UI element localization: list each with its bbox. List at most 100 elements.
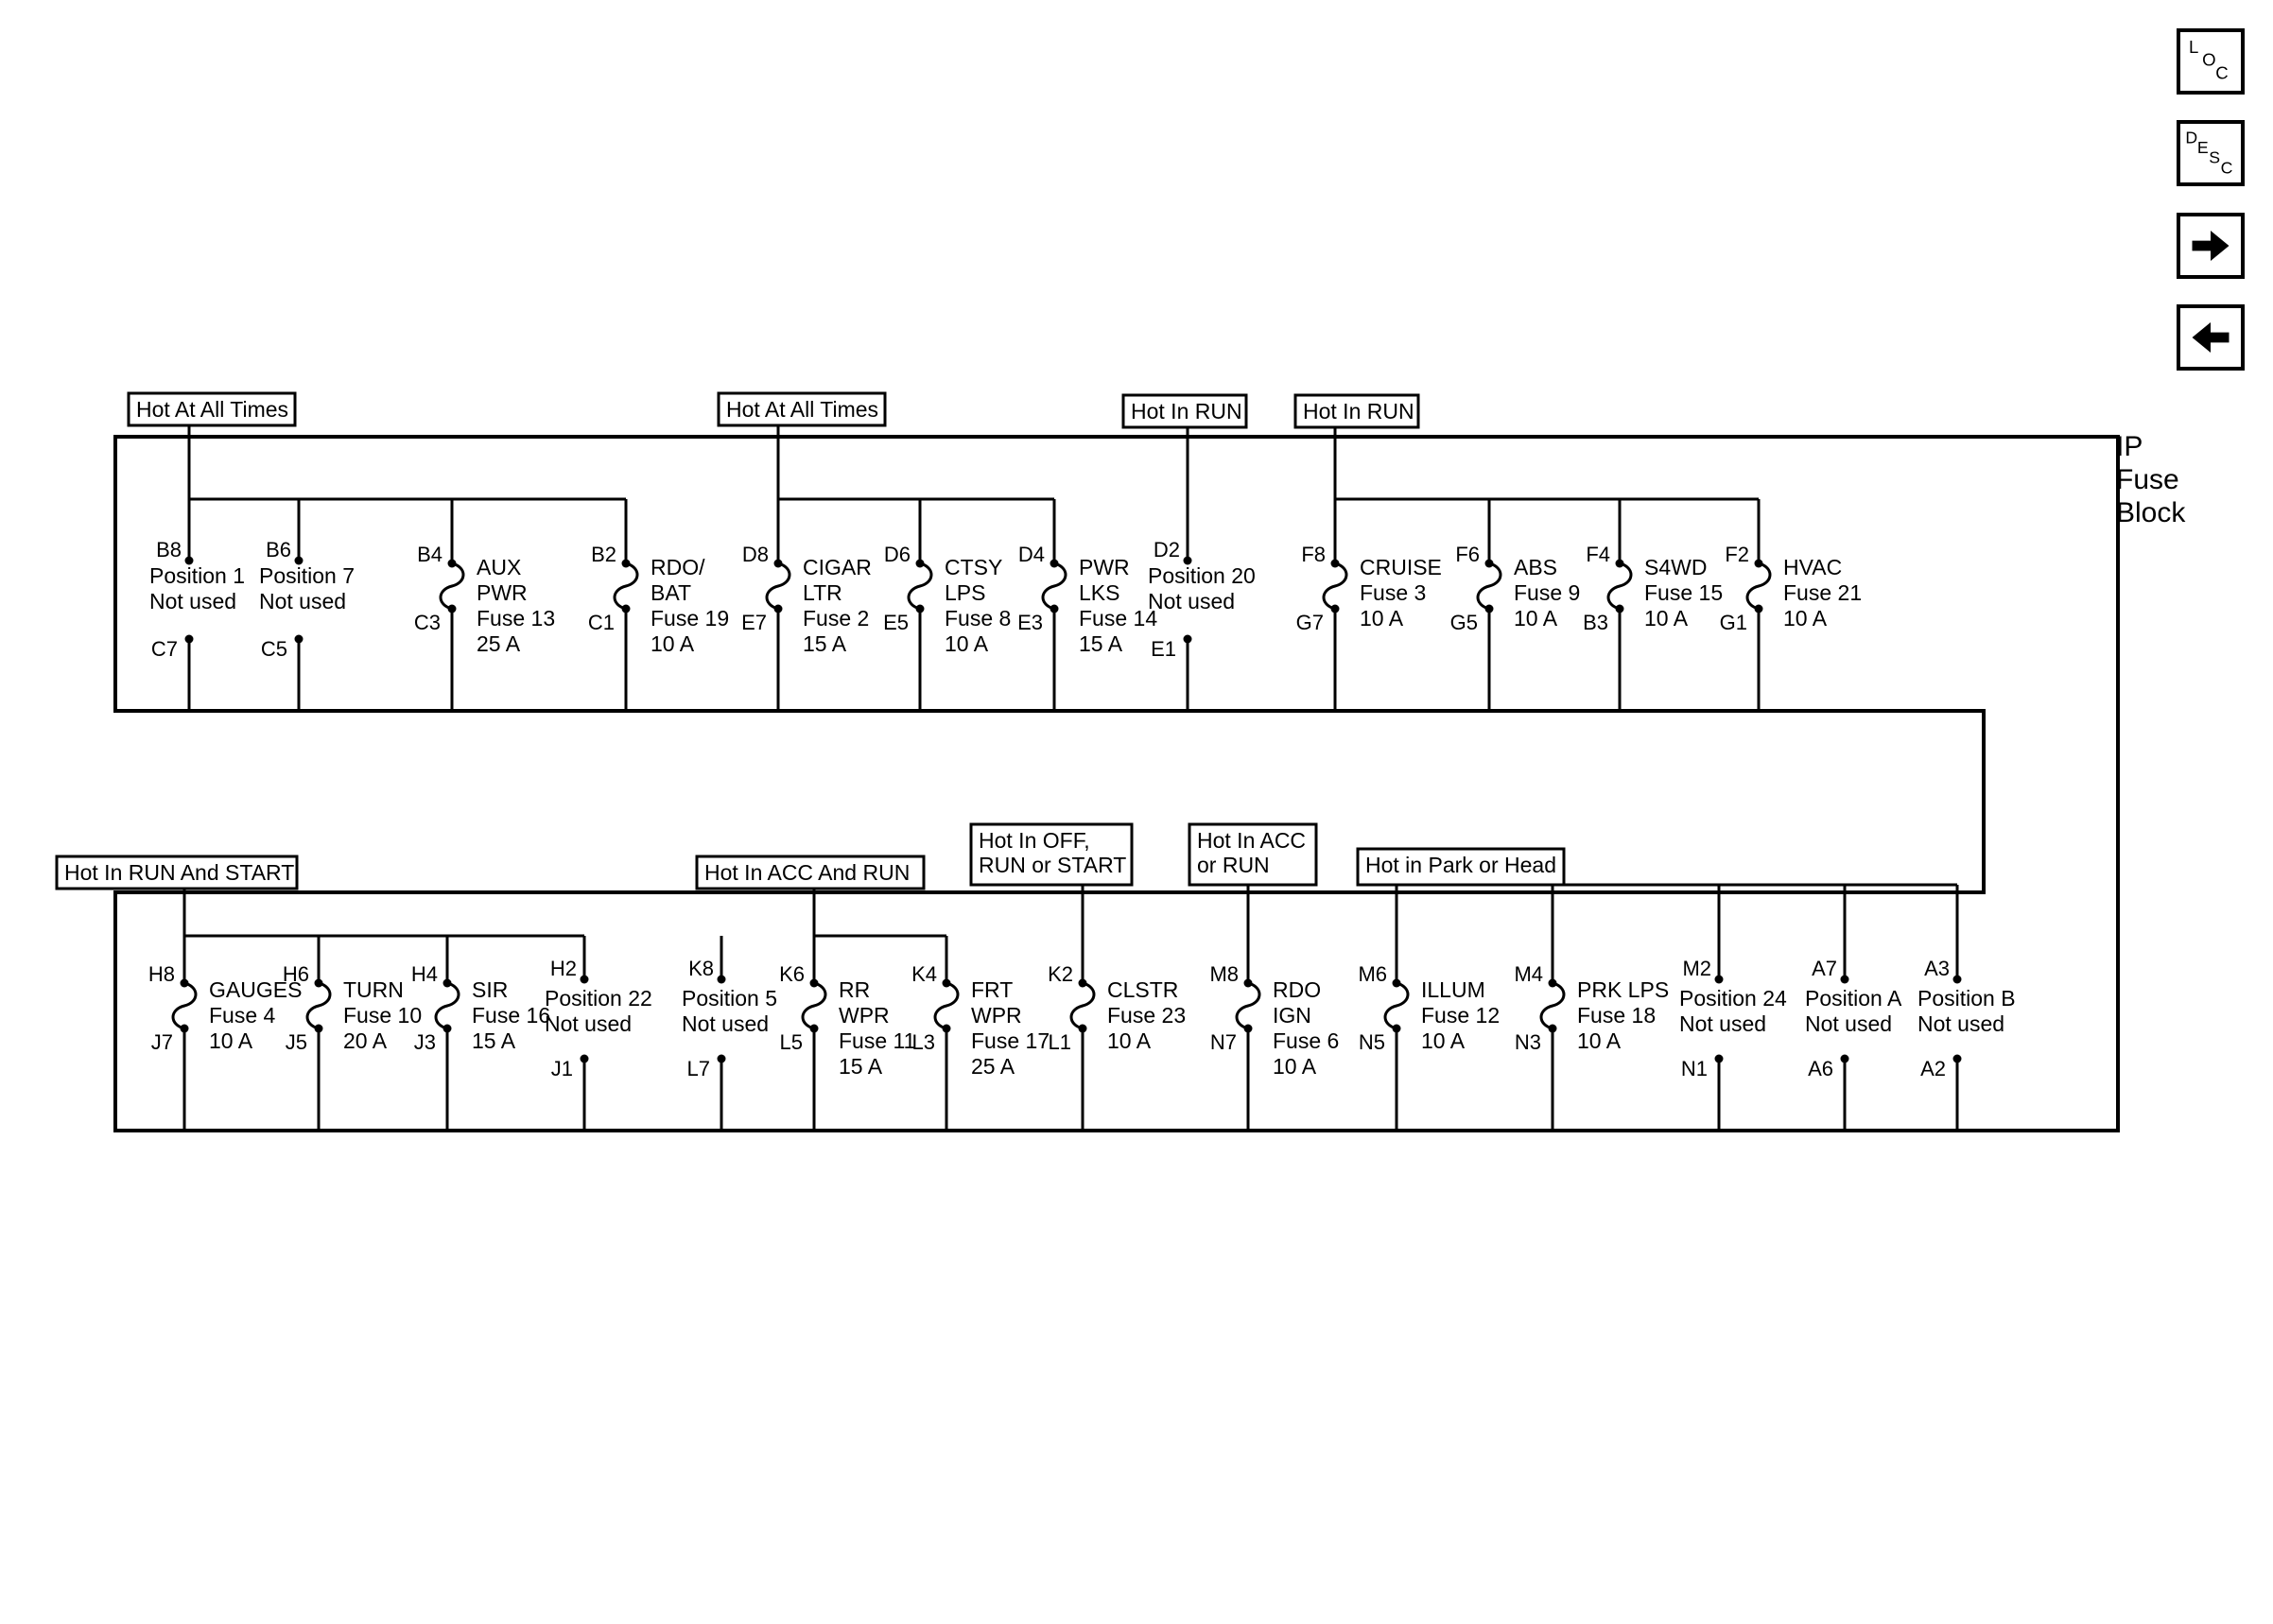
fuse-label-line: LTR — [803, 580, 842, 605]
power-source-label: or RUN — [1197, 853, 1270, 877]
fuse-label-line: LKS — [1079, 580, 1119, 605]
position-label-line: Position 1 — [149, 563, 245, 588]
position-label-line: Position A — [1805, 986, 1902, 1011]
fuse-symbol — [1235, 981, 1261, 1030]
fuse-symbol — [171, 981, 198, 1030]
fuse-label-line: Fuse 9 — [1514, 580, 1580, 605]
top-pin-label: B4 — [417, 543, 442, 566]
fuse-label-line: 15 A — [472, 1028, 516, 1053]
loc-letter-c: C — [2215, 63, 2228, 83]
position-label-line: Position 7 — [259, 563, 355, 588]
power-source-label-box — [1293, 393, 1420, 429]
fuse-label-line: 10 A — [209, 1028, 253, 1053]
fuse-label-line: 10 A — [1421, 1028, 1466, 1053]
fuse-label-line: PRK LPS — [1577, 977, 1669, 1002]
fuse-symbol — [1539, 981, 1566, 1030]
top-pin-label: D2 — [1154, 538, 1180, 561]
position-label-line: Position 22 — [545, 986, 652, 1011]
fuse-label-line: Fuse 23 — [1107, 1003, 1186, 1028]
power-source-label: Hot In ACC — [1197, 828, 1306, 853]
fuse-label-line: RDO/ — [651, 555, 705, 579]
fuse-label-line: 15 A — [803, 631, 847, 656]
fuse-symbol — [1383, 981, 1410, 1030]
bottom-pin-label: N7 — [1210, 1030, 1237, 1054]
fuse-label-line: 25 A — [971, 1054, 1015, 1079]
terminal-dot — [1952, 975, 1962, 984]
fuse-label-line: ABS — [1514, 555, 1557, 579]
top-pin-label: D4 — [1018, 543, 1045, 566]
bottom-pin-label: J5 — [286, 1030, 307, 1054]
terminal-dot — [580, 975, 589, 984]
fuse-label-line: ILLUM — [1421, 977, 1485, 1002]
block-label-line-3: Block — [2116, 497, 2186, 528]
bottom-pin-label: E3 — [1017, 611, 1043, 634]
top-pin-label: D8 — [742, 543, 769, 566]
previous-button[interactable] — [2177, 304, 2245, 371]
fuse-symbol — [801, 981, 827, 1030]
power-source-label-box — [1188, 822, 1318, 887]
power-source-label: Hot In RUN And START — [64, 860, 294, 885]
position-label-line: Not used — [682, 1011, 769, 1036]
terminal-dot — [717, 975, 726, 984]
top-pin-label: F2 — [1725, 543, 1749, 566]
top-pin-label: M6 — [1358, 962, 1387, 986]
top-pin-label: B2 — [591, 543, 616, 566]
top-pin-label: F6 — [1455, 543, 1480, 566]
fuse-label-line: SIR — [472, 977, 508, 1002]
block-label-line-2: Fuse — [2116, 464, 2179, 495]
top-pin-label: A3 — [1924, 957, 1950, 980]
fuse-label-line: 10 A — [1644, 606, 1689, 631]
desc-letter-d: D — [2185, 128, 2197, 147]
bottom-pin-label: E1 — [1151, 637, 1176, 661]
power-source-label-box — [1121, 393, 1248, 429]
fuse-label-line: CLSTR — [1107, 977, 1178, 1002]
power-source-label: Hot In RUN — [1131, 399, 1242, 423]
terminal-dot — [1714, 975, 1724, 984]
next-button[interactable] — [2177, 213, 2245, 279]
terminal-dot — [184, 556, 194, 565]
location-button[interactable]: L O C — [2177, 28, 2245, 95]
terminal-dot — [294, 556, 304, 565]
fuse-label-line: CTSY — [945, 555, 1002, 579]
bottom-pin-label: N5 — [1359, 1030, 1385, 1054]
top-pin-label: F8 — [1301, 543, 1326, 566]
bottom-pin-label: G7 — [1296, 611, 1324, 634]
bottom-pin-label: J7 — [151, 1030, 173, 1054]
fuse-label-line: CRUISE — [1360, 555, 1442, 579]
fuse-label-line: LPS — [945, 580, 985, 605]
power-source-label-box — [717, 391, 887, 427]
fuse-label-line: Fuse 15 — [1644, 580, 1723, 605]
fuse-label-line: HVAC — [1783, 555, 1842, 579]
description-button[interactable]: D E S C — [2177, 120, 2245, 186]
bottom-pin-label: L1 — [1049, 1030, 1071, 1054]
position-label-line: Not used — [1917, 1011, 2004, 1036]
bottom-pin-label: J1 — [551, 1057, 573, 1080]
fuse-symbol — [1606, 561, 1633, 611]
power-source-label: RUN or START — [979, 853, 1126, 877]
top-pin-label: M4 — [1514, 962, 1543, 986]
fuse-label-line: RR — [839, 977, 870, 1002]
desc-letter-s: S — [2209, 148, 2220, 167]
power-source-label: Hot in Park or Head — [1365, 853, 1556, 877]
bottom-pin-label: G5 — [1450, 611, 1478, 634]
bottom-pin-label: A2 — [1920, 1057, 1946, 1080]
top-pin-label: K8 — [688, 957, 714, 980]
fuse-label-line: Fuse 11 — [839, 1028, 915, 1053]
position-label-line: Not used — [1805, 1011, 1892, 1036]
fuse-label-line: 10 A — [1360, 606, 1404, 631]
top-pin-label: B8 — [156, 538, 182, 561]
bottom-pin-label: L3 — [912, 1030, 935, 1054]
fuse-label-line: BAT — [651, 580, 691, 605]
